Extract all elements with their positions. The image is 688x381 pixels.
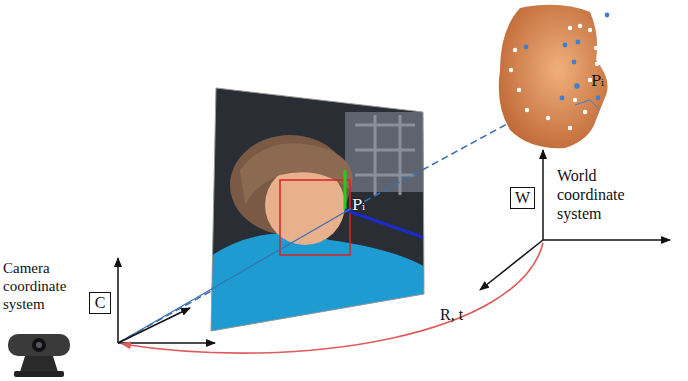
projection-ray [118,212,345,343]
axis-arrow [117,258,119,343]
axis-arrow [543,239,670,241]
axis-arrow [542,150,544,240]
transform-label: R, t [440,305,500,324]
face-photo [205,85,430,340]
point-label: Pᵢ [591,72,631,90]
axis-name-box: W [510,187,535,209]
axis-name: W [515,189,530,207]
axis-label: Camera coordinate system [3,259,85,313]
webcam-icon [8,334,70,377]
axis-name-box: C [89,292,111,314]
axis-label: World coordinate system [557,166,657,224]
axis-arrow [118,308,190,343]
axis-name: C [95,294,106,312]
point-label: Pᵢ [352,196,392,214]
transform-arrow [122,243,543,353]
axis-arrow [118,342,215,344]
projection-ray [118,290,213,343]
